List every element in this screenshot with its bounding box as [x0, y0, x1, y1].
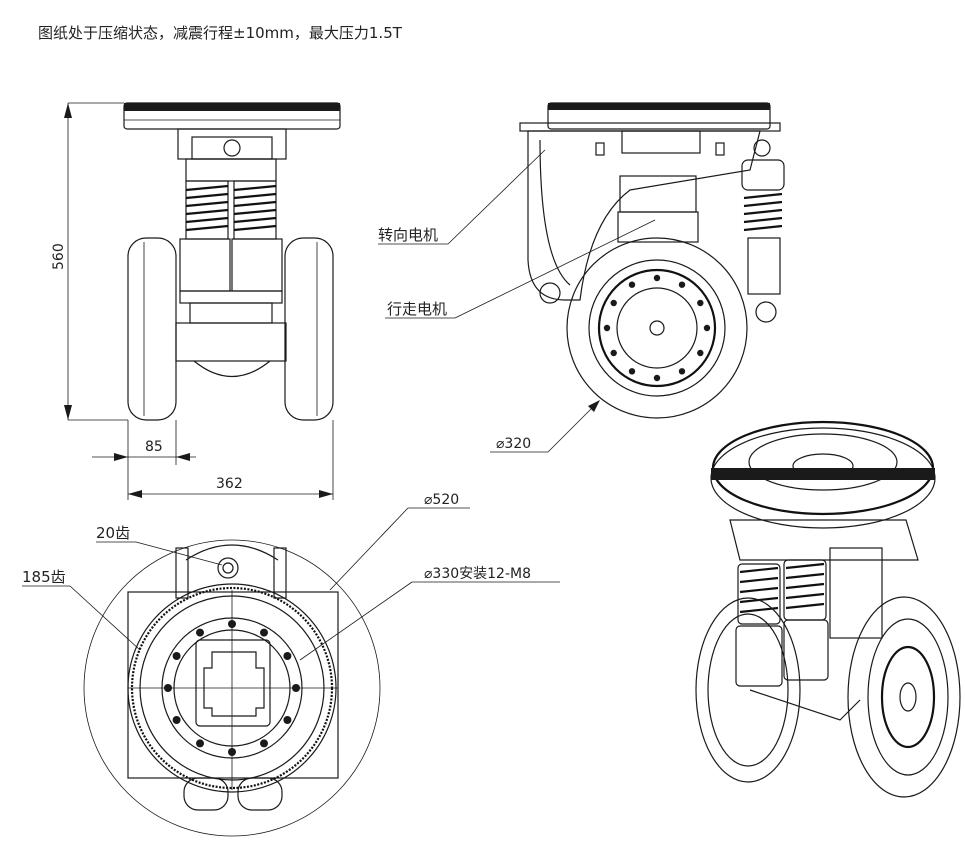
mount-bolt: [283, 652, 292, 660]
side-wheel-bolt: [653, 274, 661, 282]
outer-520-circle: [83, 539, 381, 837]
mount-bolt: [228, 620, 236, 628]
side-wheel-bolt: [603, 324, 611, 332]
side-wheel-bolt: [678, 368, 686, 375]
steering-motor-label: 转向电机: [378, 226, 438, 244]
outer-diameter-dim: ⌀520: [424, 492, 459, 508]
mount-bolt: [164, 684, 172, 692]
side-wheel-bolt: [628, 368, 636, 375]
drive-motor-label: 行走电机: [387, 300, 447, 318]
mount-bolt: [228, 748, 236, 756]
overall-width-dim: 362: [216, 476, 243, 492]
mount-bolt: [292, 684, 300, 692]
side-wheel-bolt: [678, 281, 686, 288]
wheel-diameter-dim: ⌀320: [496, 436, 531, 452]
drawing-note: 图纸处于压缩状态，减震行程±10mm，最大压力1.5T: [38, 24, 403, 42]
side-wheel-bolt: [697, 299, 704, 307]
pinion-teeth-label: 20齿: [96, 524, 130, 542]
side-wheel: [566, 237, 748, 419]
ring-teeth-label: 185齿: [22, 568, 66, 586]
side-wheel-bolt: [610, 349, 617, 357]
side-wheel-bolt: [610, 299, 617, 307]
mount-bolts: [164, 620, 300, 756]
mount-bolt: [260, 628, 268, 637]
top-view: ⌀520 ⌀330安装12-M8 20齿 185齿: [22, 492, 560, 837]
side-wheel-bolt: [653, 374, 661, 382]
mount-bolt: [172, 652, 181, 660]
mount-bolt: [196, 628, 204, 637]
side-wheel-bolt: [703, 324, 711, 332]
wheel-width-dim: 85: [145, 439, 163, 455]
mount-bolt: [172, 716, 181, 724]
mount-bolt: [283, 716, 292, 724]
left-wheel: [127, 237, 177, 421]
side-view: 转向电机 行走电机 ⌀320: [378, 102, 785, 453]
mount-spec-dim: ⌀330安装12-M8: [424, 566, 531, 582]
side-wheel-bolt: [697, 349, 704, 357]
front-springs: [185, 180, 277, 240]
isometric-view: [695, 420, 961, 798]
right-wheel: [284, 237, 334, 421]
mount-bolt: [196, 739, 204, 748]
side-wheel-bolt: [628, 281, 636, 288]
side-wheel-bolts: [603, 274, 711, 382]
mount-bolt: [260, 739, 268, 748]
height-dim: 560: [51, 243, 67, 270]
front-view: 560 85 362: [51, 102, 341, 500]
